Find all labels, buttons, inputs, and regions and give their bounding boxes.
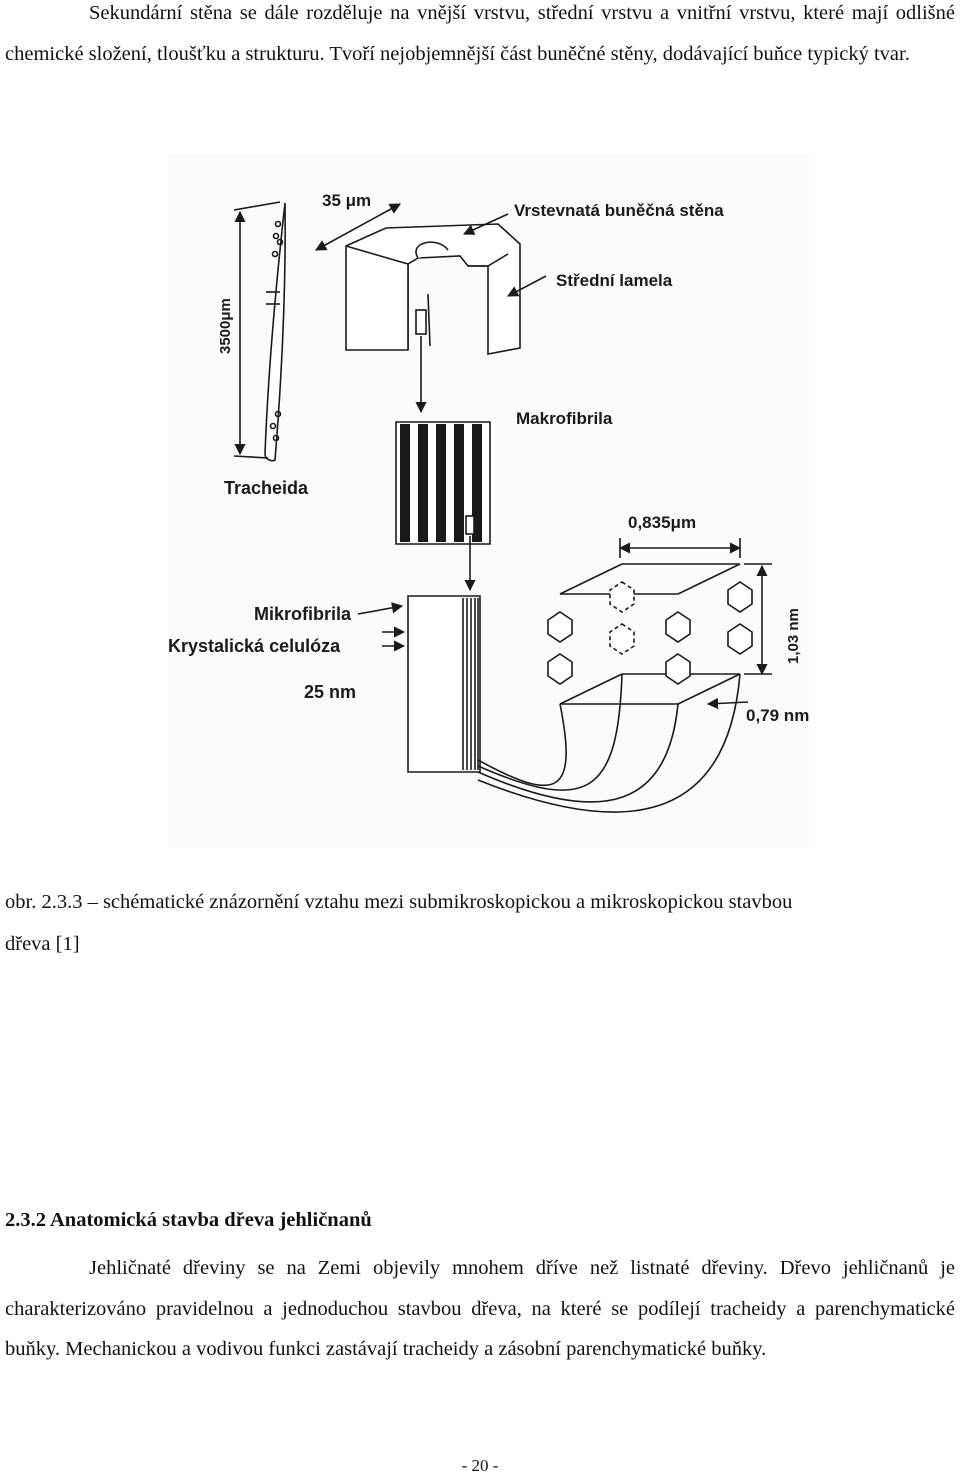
tracheid-drawing: [264, 202, 286, 462]
figure-caption-line2: dřeva [1]: [5, 933, 80, 955]
section-heading: 2.3.2 Anatomická stavba dřeva jehličnanů: [5, 1209, 372, 1231]
label-middle-lamella: Střední lamela: [556, 271, 673, 290]
label-3500um: 3500μm: [217, 298, 234, 354]
label-103nm: 1,03 nm: [785, 608, 802, 664]
cell-wall-block: [345, 223, 521, 355]
label-35um: 35 μm: [322, 191, 371, 210]
label-macrofibril: Makrofibrila: [516, 409, 613, 428]
label-tracheid: Tracheida: [224, 478, 309, 498]
macrofibril-drawing: [395, 421, 491, 545]
section-paragraph: Jehličnaté dřeviny se na Zemi objevily m…: [5, 1257, 955, 1360]
label-079nm: 0,79 nm: [746, 706, 809, 725]
cellulose-lattice: [547, 563, 753, 705]
intro-paragraph: Sekundární stěna se dále rozděluje na vn…: [5, 2, 955, 65]
label-microfibril: Mikrofibrila: [254, 604, 352, 624]
label-25nm: 25 nm: [304, 682, 356, 702]
page-number: - 20 -: [461, 1456, 499, 1475]
label-layered-wall: Vrstevnatá buněčná stěna: [514, 201, 724, 220]
figure-caption-line1: obr. 2.3.3 – schématické znázornění vzta…: [5, 891, 793, 913]
label-0835um: 0,835μm: [628, 513, 696, 532]
microfibril-drawing: [407, 595, 481, 773]
label-crystalline-cellulose: Krystalická celulóza: [168, 636, 341, 656]
wood-structure-figure: 35 μm Vrstevnatá buněčná stěna Střední l…: [168, 154, 810, 848]
